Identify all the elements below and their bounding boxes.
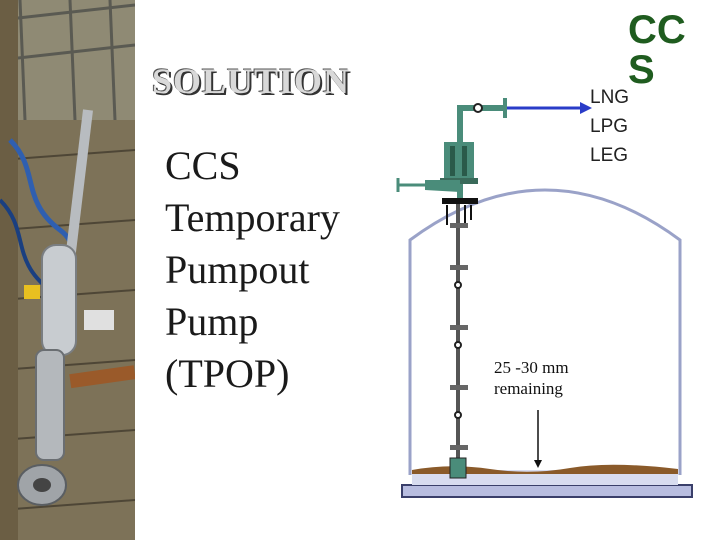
logo-line: S	[628, 48, 655, 92]
gas-type: LPG	[590, 116, 629, 137]
body-line: Temporary	[165, 195, 340, 240]
body-line: Pump	[165, 299, 259, 344]
pump-foot	[449, 457, 467, 479]
annotation-line: remaining	[494, 379, 563, 398]
annotation-line: 25 -30 mm	[494, 358, 569, 377]
body-line: CCS	[165, 143, 241, 188]
tank-diagram	[380, 80, 710, 510]
tank-floor	[401, 484, 693, 498]
pump-photo	[0, 0, 135, 540]
gas-type: LEG	[590, 145, 629, 166]
sludge-layer	[412, 464, 678, 474]
gas-types-list: LNG LPG LEG	[590, 83, 629, 170]
tank-outline	[408, 188, 682, 475]
slide-title: SOLUTION	[152, 61, 351, 101]
logo-line: CC	[628, 8, 686, 52]
remaining-annotation: 25 -30 mm remaining	[494, 357, 569, 399]
pump-description: CCS Temporary Pumpout Pump (TPOP)	[165, 140, 340, 400]
pump-head	[444, 142, 474, 180]
body-line: (TPOP)	[165, 351, 290, 396]
body-line: Pumpout	[165, 247, 310, 292]
gas-type: LNG	[590, 87, 630, 108]
